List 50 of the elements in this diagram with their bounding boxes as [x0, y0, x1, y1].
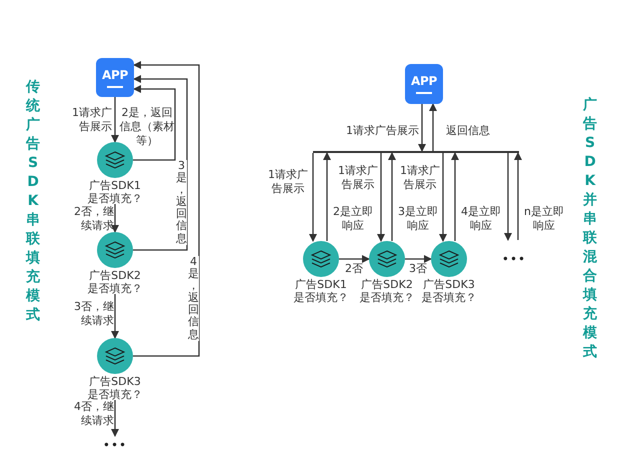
vertical-title: 传统广告SDK串联填充模式	[26, 78, 40, 325]
arrow	[429, 103, 437, 151]
app-icon: APP	[96, 58, 134, 97]
arrow	[339, 255, 370, 263]
edge-label: 1请求广告展示	[71, 106, 112, 134]
arrow	[451, 152, 459, 241]
node-caption: 广告SDK3 是否填充？	[420, 278, 478, 304]
edge-label: 4是，返回信息	[188, 256, 199, 341]
arrow	[133, 61, 200, 357]
edge-label: n是立即响应	[523, 205, 565, 233]
arrow	[111, 204, 119, 233]
edge-label: 1请求广告展示	[337, 164, 379, 192]
arrow	[388, 152, 396, 241]
arrow	[309, 153, 317, 242]
edge-label: 2是，返回信息（素材等）	[119, 106, 175, 148]
arrow	[111, 294, 119, 339]
arrow	[377, 153, 385, 242]
edge-label: 1请求广告展示	[267, 168, 309, 196]
arrow	[323, 152, 331, 241]
arrow	[504, 153, 512, 241]
edge-label: 4是立即响应	[460, 205, 502, 233]
edge-label: 3是，返回信息	[176, 160, 187, 245]
bus-line	[313, 151, 519, 153]
ellipsis: •••	[502, 252, 526, 266]
node-caption: 广告SDK3 是否填充？	[86, 375, 144, 401]
arrow	[111, 97, 119, 143]
node-caption: 广告SDK1 是否填充？	[86, 179, 144, 205]
node-caption: 广告SDK2 是否填充？	[86, 269, 144, 295]
arrow	[111, 400, 119, 437]
edge-label: 2否，继续请求	[73, 205, 114, 233]
edge-label: 2否	[344, 262, 364, 276]
ellipsis: •••	[102, 438, 128, 452]
app-icon: APP	[405, 64, 443, 104]
edge-label: 4否，继续请求	[73, 400, 114, 428]
arrow	[439, 153, 447, 242]
node-caption: 广告SDK2 是否填充？	[358, 278, 416, 304]
edge-label: 3否	[408, 262, 428, 276]
arrow	[133, 75, 188, 251]
arrow	[514, 152, 522, 240]
edge-label: 2是立即响应	[332, 205, 374, 233]
arrow	[405, 255, 432, 263]
node-caption: 广告SDK1 是否填充？	[292, 278, 350, 304]
arrow	[133, 85, 176, 161]
edge-label: 1请求广告展示	[399, 164, 441, 192]
vertical-title: 广告SDK并串联混合填充模式	[583, 96, 597, 362]
edge-label: 3是立即响应	[397, 205, 439, 233]
edge-label: 1请求广告展示	[345, 124, 419, 138]
edge-label: 返回信息	[446, 124, 491, 138]
edge-label: 3否，继续请求	[73, 300, 114, 328]
arrow	[418, 104, 426, 152]
